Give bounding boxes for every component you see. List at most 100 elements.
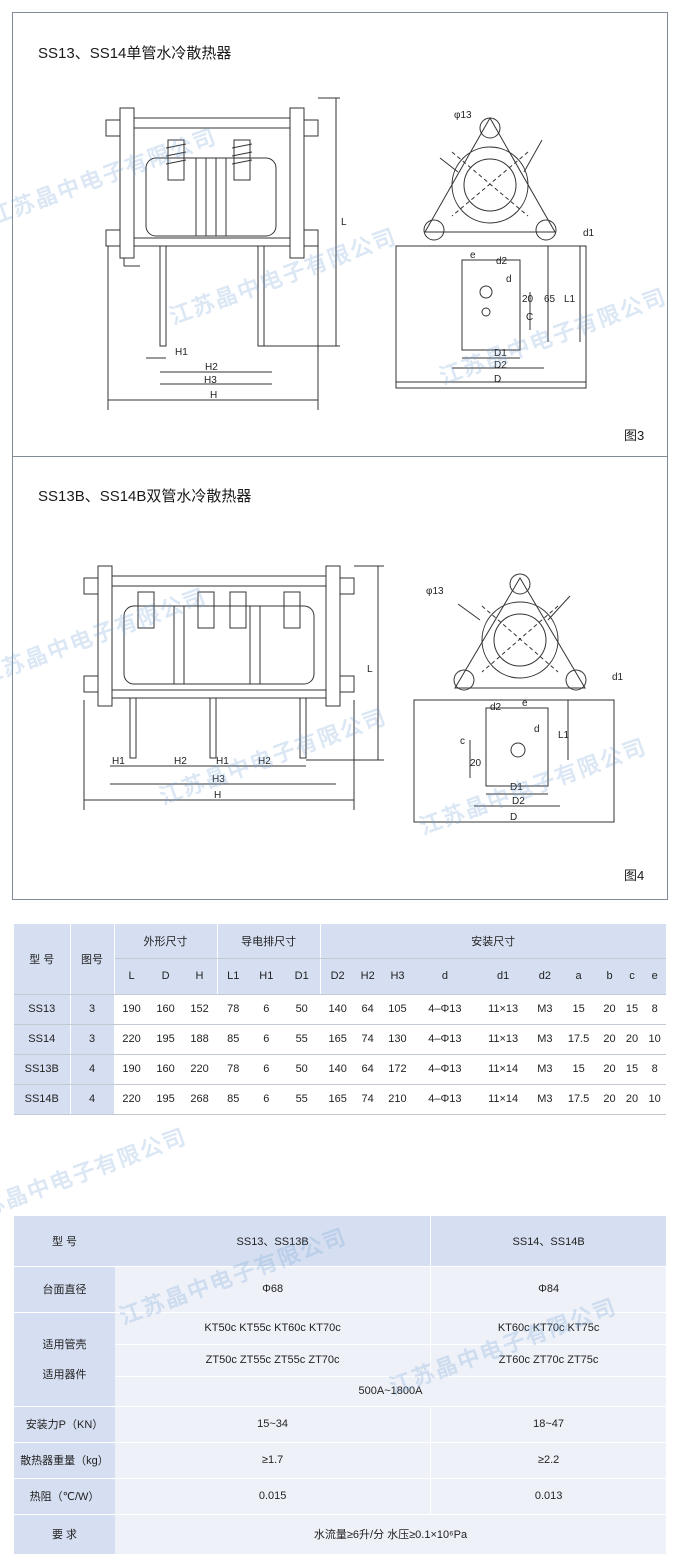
label-requirements: 要 求 <box>14 1514 115 1555</box>
table-cell: 4 <box>70 1084 115 1115</box>
thermal-resistance-a: 0.015 <box>115 1478 432 1515</box>
table-cell: 64 <box>354 1054 381 1085</box>
table-cell: 268 <box>182 1084 218 1115</box>
fig3-dim-20: 20 <box>522 294 534 305</box>
table-cell: 10 <box>643 1024 666 1055</box>
fig4-side-view <box>83 565 384 810</box>
table-cell: 6 <box>248 1084 284 1115</box>
fig3-dim-H3: H3 <box>204 375 217 386</box>
table-cell: 74 <box>354 1084 381 1115</box>
fig3-dim-D2: D2 <box>494 360 507 371</box>
fig4-dim-H: H <box>214 790 221 801</box>
fig3-dim-d1: d1 <box>583 228 595 239</box>
header-outline-dims: 外形尺寸 <box>114 924 218 959</box>
label-base-diameter: 台面直径 <box>14 1266 115 1313</box>
fig4-dim-D: D <box>510 812 517 823</box>
table-cell: 11×13 <box>475 1024 531 1055</box>
fig4-dim-H1b: H1 <box>216 756 229 767</box>
model-a: SS13、SS13B <box>115 1216 432 1267</box>
sub-header-cell: d1 <box>475 958 531 995</box>
label-model: 型 号 <box>14 1216 115 1267</box>
table-cell: 4–Φ13 <box>414 994 476 1025</box>
sub-header-cell: H3 <box>380 958 415 995</box>
table-cell: 85 <box>217 1084 249 1115</box>
fig3-dim-L: L <box>341 217 347 228</box>
fig3-dim-H2: H2 <box>205 362 218 373</box>
table-cell: 220 <box>182 1054 218 1085</box>
fig3-dim-C: C <box>526 312 533 323</box>
install-force-b: 18~47 <box>430 1406 666 1443</box>
header-busbar-dims: 导电排尺寸 <box>217 924 321 959</box>
label-case: 适用管壳 <box>42 1339 87 1351</box>
sub-header-cell: d <box>414 958 476 995</box>
weight-a: ≥1.7 <box>115 1442 432 1479</box>
table-cell: M3 <box>530 1024 559 1055</box>
table-cell: 17.5 <box>558 1024 599 1055</box>
table-cell: 188 <box>182 1024 218 1055</box>
requirements-value: 水流量≥6升/分 水压≥0.1×10⁶Pa <box>115 1514 666 1555</box>
table-cell: 165 <box>320 1084 355 1115</box>
sub-header-cell: a <box>558 958 599 995</box>
table-cell: 55 <box>283 1084 321 1115</box>
current-range: 500A~1800A <box>115 1376 666 1407</box>
fig4-dim-H2b: H2 <box>258 756 271 767</box>
label-weight: 散热器重量（kg） <box>14 1442 115 1479</box>
figure-3-title: SS13、SS14单管水冷散热器 <box>38 45 232 62</box>
table-cell: 50 <box>283 994 321 1025</box>
model-cell: SS13B <box>14 1054 71 1085</box>
table-cell: 195 <box>148 1024 183 1055</box>
fig4-dim-H1a: H1 <box>112 756 125 767</box>
sub-header-cell: d2 <box>530 958 559 995</box>
table-cell: 3 <box>70 994 115 1025</box>
table-cell: 8 <box>643 994 666 1025</box>
header-figure-no: 图号 <box>70 924 115 995</box>
table-cell: 15 <box>558 994 599 1025</box>
figure-3-label: 图3 <box>624 428 645 443</box>
fig3-dim-D1: D1 <box>494 348 507 359</box>
table-cell: 4–Φ13 <box>414 1084 476 1115</box>
application-table: 型 号 SS13、SS13B SS14、SS14B 台面直径 Φ68 Φ84 适… <box>14 1216 666 1555</box>
table-cell: 15 <box>620 994 644 1025</box>
sub-header-cell: H1 <box>248 958 284 995</box>
table-cell: 20 <box>598 1084 621 1115</box>
table-cell: 195 <box>148 1084 183 1115</box>
fig4-front-view <box>413 573 615 823</box>
fig4-dim-e: e <box>522 698 528 709</box>
fig4-dim-D2: D2 <box>512 796 525 807</box>
table-cell: 172 <box>380 1054 415 1085</box>
sub-header-cell: L1 <box>217 958 249 995</box>
table-cell: 190 <box>114 994 149 1025</box>
table-cell: 85 <box>217 1024 249 1055</box>
table-cell: 165 <box>320 1024 355 1055</box>
header-install-dims: 安装尺寸 <box>320 924 666 959</box>
table-cell: 4–Φ13 <box>414 1054 476 1085</box>
table-cell: 6 <box>248 1024 284 1055</box>
model-b: SS14、SS14B <box>430 1216 666 1267</box>
table-cell: M3 <box>530 1084 559 1115</box>
fig4-dim-H3: H3 <box>212 774 225 785</box>
table-cell: 4–Φ13 <box>414 1024 476 1055</box>
sub-header-cell: H <box>182 958 218 995</box>
sub-header-cell: H2 <box>354 958 381 995</box>
figure-4-label: 图4 <box>624 868 645 883</box>
fig3-dim-L1: L1 <box>564 294 576 305</box>
fig4-dim-d: d <box>534 724 540 735</box>
fig4-dim-20: 20 <box>470 758 482 769</box>
table-cell: 20 <box>620 1084 644 1115</box>
table-cell: 50 <box>283 1054 321 1085</box>
fig3-dim-H1: H1 <box>175 347 188 358</box>
fig3-dim-e: e <box>470 250 476 261</box>
technical-drawings: φ13 L H1 H2 H3 H d1 d2 e d C 20 65 L1 D1… <box>83 97 624 823</box>
table-cell: 20 <box>598 1024 621 1055</box>
base-diameter-b: Φ84 <box>430 1266 666 1313</box>
fig4-dim-d2: d2 <box>490 702 502 713</box>
drawing-divider <box>12 456 668 457</box>
table-cell: 210 <box>380 1084 415 1115</box>
table-cell: 11×14 <box>475 1084 531 1115</box>
sub-header-cell: c <box>620 958 644 995</box>
